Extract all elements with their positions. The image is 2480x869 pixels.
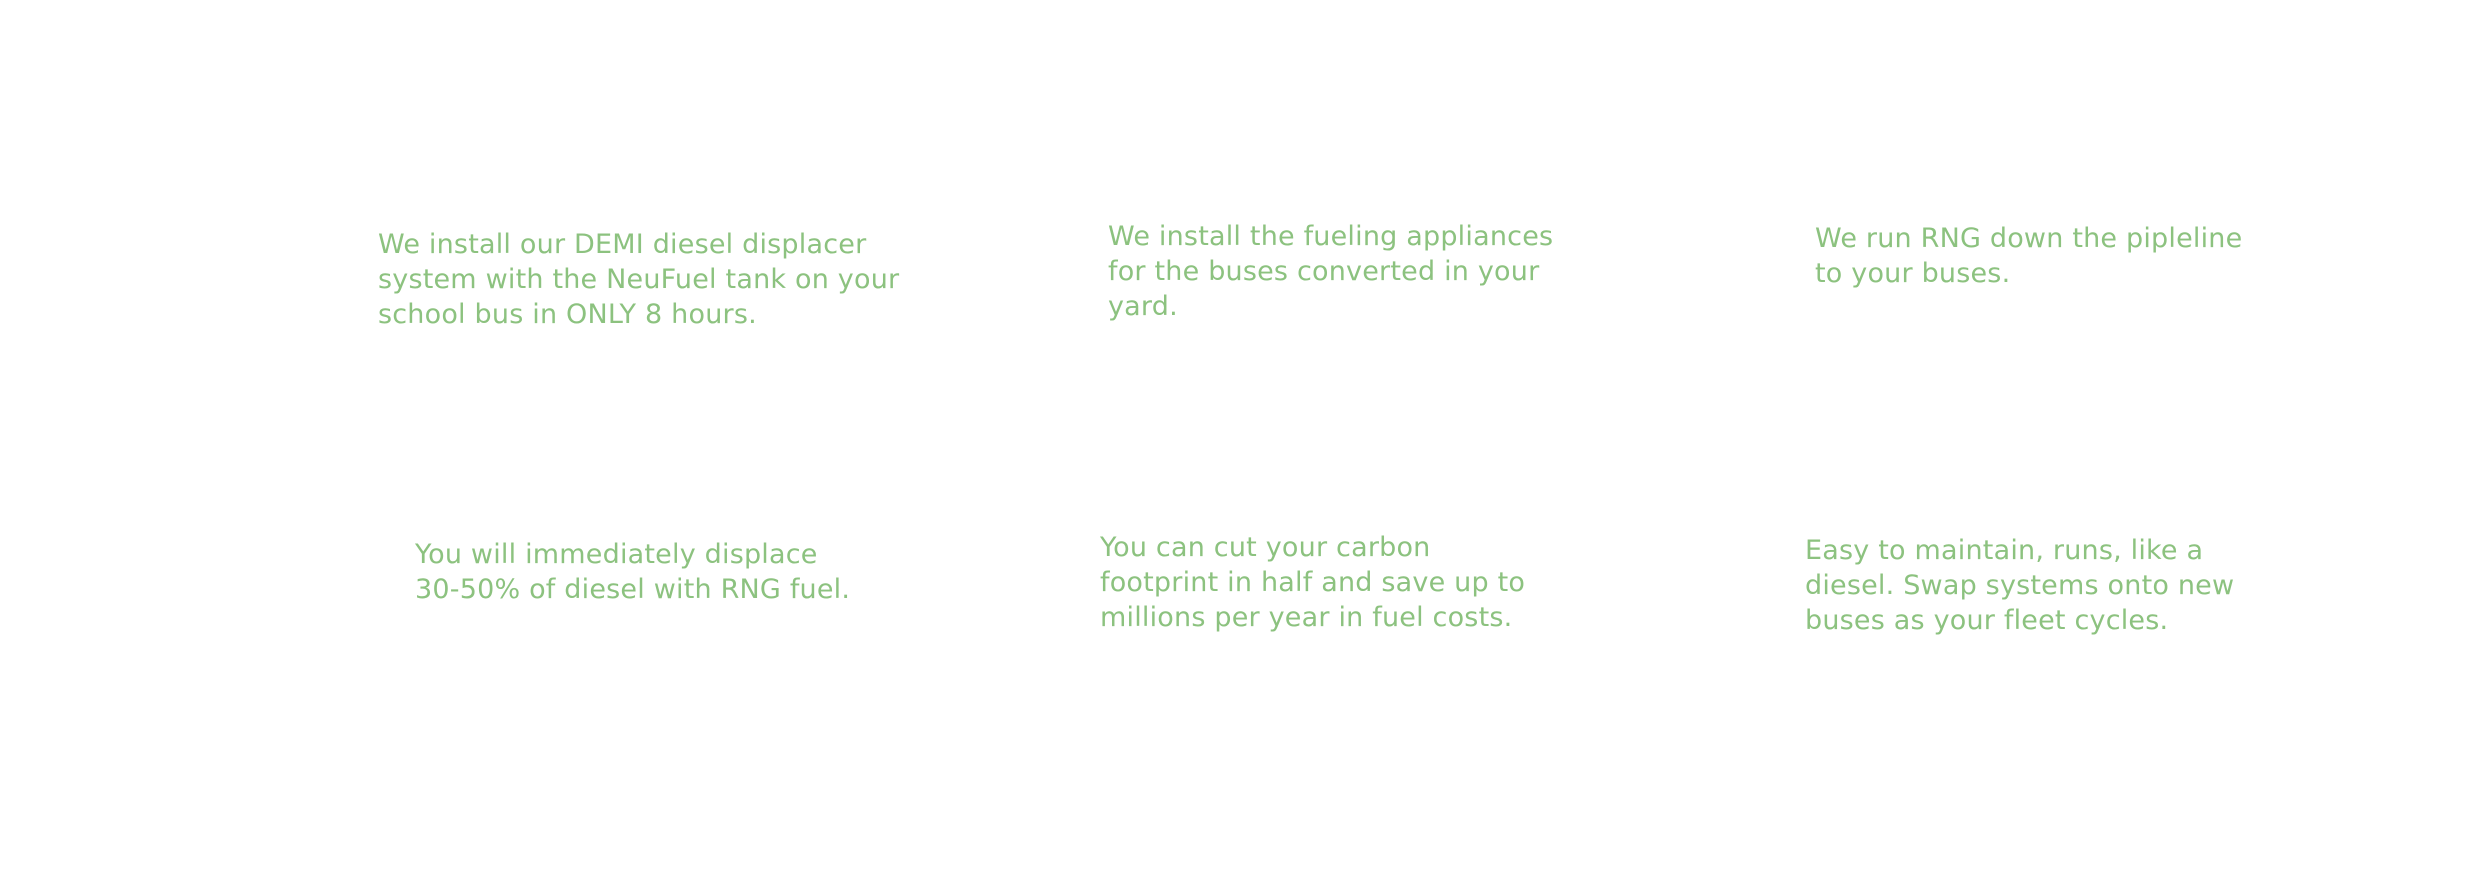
text-line: 30-50% of diesel with RNG fuel. xyxy=(415,574,851,605)
text-line: footprint in half and save up to xyxy=(1100,567,1526,598)
text-line: We run RNG down the pipleline xyxy=(1815,223,2243,254)
text-line: buses as your fleet cycles. xyxy=(1805,605,2169,636)
text-line: Easy to maintain, runs, like a xyxy=(1805,535,2204,566)
text-line: yard. xyxy=(1108,291,1178,322)
text-line: We install the fueling appliances xyxy=(1108,221,1554,252)
benefit-easy-maintain-text: Easy to maintain, runs, like a diesel. S… xyxy=(1805,533,2234,638)
text-line: system with the NeuFuel tank on your xyxy=(378,264,900,295)
text-line: You will immediately displace xyxy=(415,539,818,570)
text-line: school bus in ONLY 8 hours. xyxy=(378,299,757,330)
text-line: We install our DEMI diesel displacer xyxy=(378,229,867,260)
text-line: diesel. Swap systems onto new xyxy=(1805,570,2235,601)
feature-fueling-appliances-text: We install the fueling appliances for th… xyxy=(1108,219,1553,324)
benefit-displace-diesel-text: You will immediately displace 30-50% of … xyxy=(415,537,850,607)
benefit-carbon-savings-text: You can cut your carbon footprint in hal… xyxy=(1100,530,1525,635)
feature-rng-pipeline-text: We run RNG down the pipleline to your bu… xyxy=(1815,221,2242,291)
feature-install-demi-text: We install our DEMI diesel displacer sys… xyxy=(378,227,899,332)
text-line: You can cut your carbon xyxy=(1100,532,1431,563)
text-line: for the buses converted in your xyxy=(1108,256,1540,287)
text-line: millions per year in fuel costs. xyxy=(1100,602,1513,633)
text-line: to your buses. xyxy=(1815,258,2011,289)
